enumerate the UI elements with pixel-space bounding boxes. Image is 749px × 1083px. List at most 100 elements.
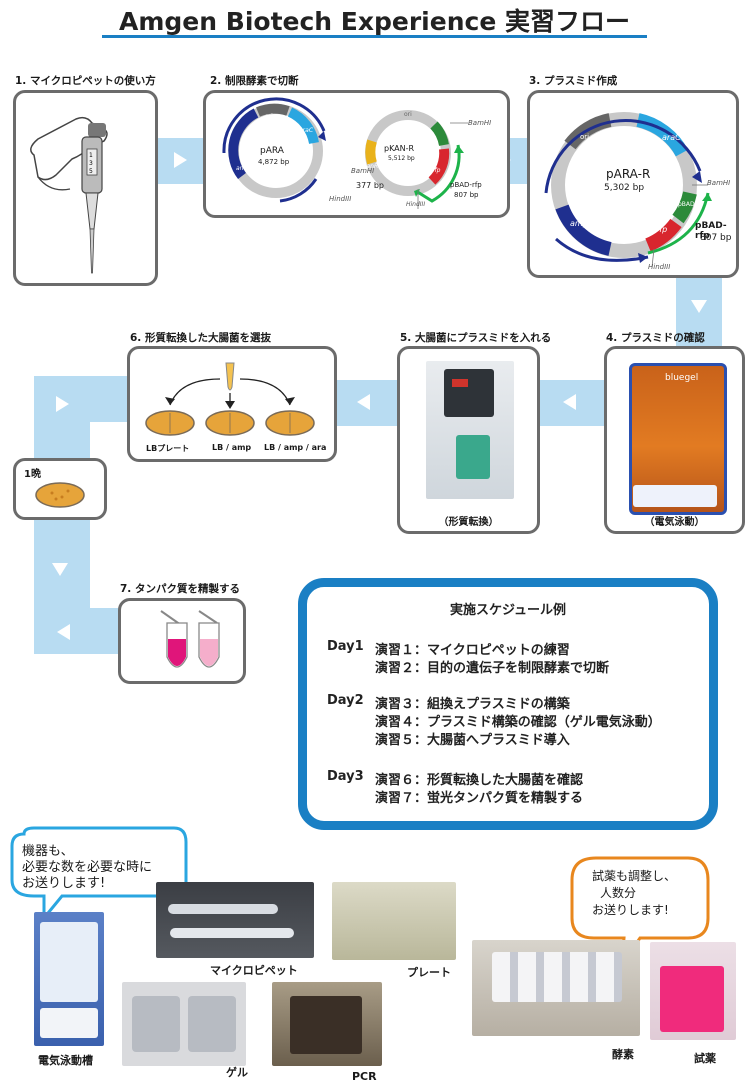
plate-label: プレート	[407, 966, 451, 979]
step1-label: 1. マイクロピペットの使い方	[15, 75, 156, 87]
schedule-exercise5: 演習５：大腸菌へプラスミド導入	[375, 733, 570, 748]
step6-box: LBプレート LB / amp LB / amp / ara	[127, 346, 337, 462]
tube-rack	[456, 435, 490, 479]
step3-label: 3. プラスミド作成	[529, 75, 618, 87]
parar-fragment-name: pBAD-rfp	[695, 221, 727, 241]
pkan-fragment-size: 807 bp	[454, 191, 479, 199]
flow-arrow-down-2	[52, 563, 68, 576]
flow-band-left-bottom	[34, 608, 126, 654]
restriction-digest-diagram	[222, 97, 468, 209]
gel-base	[633, 485, 717, 507]
step2-label: 2. 制限酵素で切断	[210, 75, 299, 87]
para-ampr: ampR	[236, 165, 254, 172]
step6-label: 6. 形質転換した大腸菌を選抜	[130, 332, 271, 344]
step7-label: 7. タンパク質を精製する	[120, 583, 240, 595]
pipette-shape-2	[170, 928, 294, 938]
schedule-panel: 実施スケジュール例 Day1 演習１：マイクロピペットの練習 演習２：目的の遺伝…	[298, 578, 718, 830]
pcr-label: PCR	[352, 1070, 377, 1083]
parar-bamhi: BamHI	[707, 179, 731, 187]
schedule-day3: Day3	[327, 769, 364, 784]
parar-rfp: rfp	[656, 225, 668, 234]
svg-text:3: 3	[89, 160, 93, 167]
enzyme-label: 酵素	[612, 1048, 634, 1061]
schedule-exercise6: 演習６：形質転換した大腸菌を確認	[375, 773, 584, 788]
bubble-left-line3: お送りします!	[22, 876, 106, 891]
gel-brand-label: bluegel	[665, 373, 699, 383]
heat-block-display	[452, 379, 468, 387]
parar-fragment-size: 807 bp	[700, 233, 732, 243]
step3-box: pARA-R 5,302 bp ori araC ampR rfp pBAD B…	[527, 90, 739, 278]
flow-band-right-down	[676, 276, 722, 350]
selection-plates-diagram	[145, 362, 315, 436]
pcr-device	[290, 996, 362, 1054]
flow-arrow-down-1	[691, 300, 707, 313]
bubble-left-line1: 機器も、	[22, 844, 74, 859]
title-underline	[102, 35, 647, 38]
gel-box-window	[40, 922, 98, 1002]
heat-block-top	[444, 369, 494, 417]
gel-label: ゲル	[226, 1066, 248, 1079]
plate2-label: LB / amp	[212, 443, 252, 452]
reagent-label: 試薬	[694, 1052, 716, 1065]
para-fragment: 377 bp	[356, 181, 384, 190]
bubble-right-line3: お送りします!	[592, 903, 669, 917]
enzyme-tubes	[492, 952, 622, 1002]
step2-box: pARA 4,872 bp ori araC ampR BamHI 377 bp…	[203, 90, 510, 218]
para-name: pARA	[260, 146, 284, 156]
plate1-label: LBプレート	[146, 444, 190, 453]
parar-name: pARA-R	[606, 167, 651, 181]
flow-arrow-left-1	[563, 394, 576, 410]
para-arac: araC	[299, 127, 314, 134]
pipette-label: マイクロピペット	[210, 964, 298, 977]
reagent-rack	[660, 966, 724, 1032]
gel-tray-well-2	[188, 996, 236, 1052]
step4-box: bluegel （電気泳動）	[604, 346, 745, 534]
schedule-exercise2: 演習２：目的の遺伝子を制限酵素で切断	[375, 661, 610, 676]
flow-arrow-left-2	[357, 394, 370, 410]
bubble-right-line2: 人数分	[600, 886, 637, 900]
schedule-exercise7: 演習７：蛍光タンパク質を精製する	[375, 791, 584, 806]
step4-caption: （電気泳動）	[644, 517, 705, 528]
pkan-size: 5,512 bp	[388, 155, 415, 162]
para-hindiii: HindIII	[329, 195, 352, 203]
step5-box: （形質転換）	[397, 346, 540, 534]
parar-ampr: ampR	[570, 219, 594, 228]
parar-size: 5,302 bp	[604, 183, 645, 193]
step5-caption: （形質転換）	[438, 517, 499, 528]
plate3-label: LB / amp / ara	[264, 443, 327, 452]
step5-label: 5. 大腸菌にプラスミドを入れる	[400, 332, 552, 344]
overnight-label: 1晩	[24, 469, 41, 480]
para-ori: ori	[265, 113, 273, 120]
step7-box	[118, 598, 246, 684]
micropipette-photo	[156, 882, 314, 958]
parar-pbad: pBAD	[678, 201, 695, 208]
pkan-hindiii: HindIII	[406, 201, 426, 208]
parar-arac: araC	[662, 133, 681, 142]
purified-protein-tubes-icon	[160, 610, 220, 668]
schedule-day2: Day2	[327, 693, 364, 708]
schedule-exercise3: 演習３：組換えプラスミドの構築	[375, 697, 570, 712]
step4-label: 4. プラスミドの確認	[606, 332, 705, 344]
pkan-bamhi: BamHI	[468, 119, 492, 127]
plate-photo	[332, 882, 456, 960]
gelbox-label: 電気泳動槽	[38, 1054, 93, 1067]
overnight-box: 1晩	[13, 458, 107, 520]
culture-plate-icon	[35, 482, 85, 508]
svg-text:1: 1	[89, 152, 93, 159]
parar-ori: ori	[580, 133, 590, 141]
para-bamhi: BamHI	[351, 167, 375, 175]
micropipette-hand-icon: 1 3 5	[30, 116, 108, 274]
bubble-left-line2: 必要な数を必要な時に	[22, 860, 153, 875]
gel-box-base	[40, 1008, 98, 1038]
gel-tray-well-1	[132, 996, 180, 1052]
svg-text:5: 5	[89, 168, 93, 175]
pkan-name: pKAN-R	[384, 144, 415, 153]
flow-arrow-right-1	[174, 152, 187, 168]
schedule-heading: 実施スケジュール例	[449, 603, 567, 618]
recombinant-plasmid-diagram	[544, 112, 712, 268]
pkan-rfp: rfp	[432, 167, 441, 174]
flow-arrow-right-3	[56, 396, 69, 412]
schedule-exercise1: 演習１：マイクロピペットの練習	[375, 643, 570, 658]
pipette-shape-1	[168, 904, 278, 914]
parar-hindiii: HindIII	[648, 263, 671, 271]
